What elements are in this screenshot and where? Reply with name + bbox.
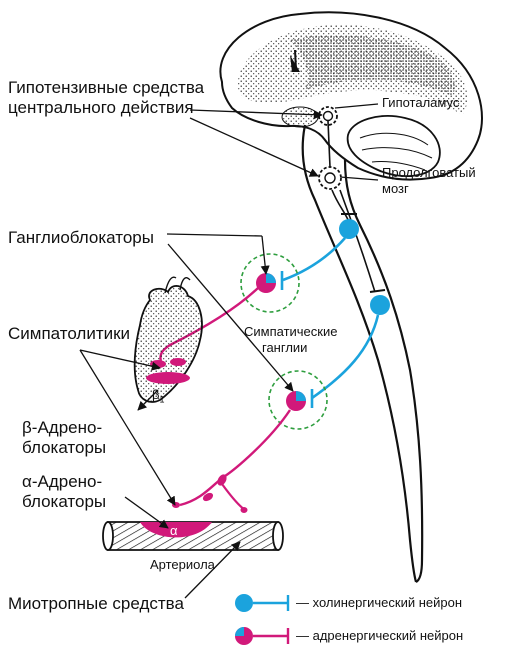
ganglion-lower [268, 370, 328, 430]
pointer-lines [79, 103, 379, 599]
beta-blockers-label-1: β-Адрено- [22, 418, 103, 437]
beta-blockers-label-2: блокаторы [22, 438, 107, 457]
cholinergic-neuron-lower [310, 295, 390, 408]
heart [133, 276, 203, 403]
arteriole [102, 521, 284, 551]
alpha-blockers-label-1: α-Адрено- [22, 472, 103, 491]
adrenergic-fiber-arteriole [179, 409, 291, 507]
central-antihypertensives-label-1: Гипотензивные средства [8, 78, 205, 97]
ganglion-upper [240, 253, 300, 313]
beta1-label: β1 [152, 387, 165, 405]
hypothalamus-medulla-tract [327, 120, 331, 168]
medulla-nucleus [318, 166, 342, 190]
legend-adrenergic-symbol [235, 627, 290, 645]
hypothalamus-label: Гипоталамус [382, 95, 460, 110]
legend-adrenergic-text: — адренергический нейрон [296, 628, 464, 643]
cholinergic-neuron-upper [280, 219, 359, 290]
sympathetic-ganglia-label-1: Симпатические [244, 324, 338, 339]
ganglion-blockers-label: Ганглиоблокаторы [8, 228, 154, 247]
myotropic-label: Миотропные средства [8, 594, 184, 613]
medulla-label-1: Продолговатый [382, 165, 476, 180]
lower-synapse-bar [369, 289, 386, 293]
alpha-blockers-label-2: блокаторы [22, 492, 107, 511]
brain [219, 11, 483, 181]
legend-cholinergic-symbol [235, 594, 290, 612]
alpha-receptor-label: α [170, 523, 178, 538]
spinal-cord [301, 124, 424, 583]
central-antihypertensives-label-2: центрального действия [8, 98, 194, 117]
hypothalamus-nucleus [318, 106, 338, 126]
arteriole-label: Артериола [150, 557, 215, 572]
legend-cholinergic-text: — холинергический нейрон [296, 595, 463, 610]
sympathetic-ganglia-label-2: ганглии [262, 340, 308, 355]
medulla-label-2: мозг [382, 181, 409, 196]
sympatholytics-label: Симпатолитики [8, 324, 131, 343]
